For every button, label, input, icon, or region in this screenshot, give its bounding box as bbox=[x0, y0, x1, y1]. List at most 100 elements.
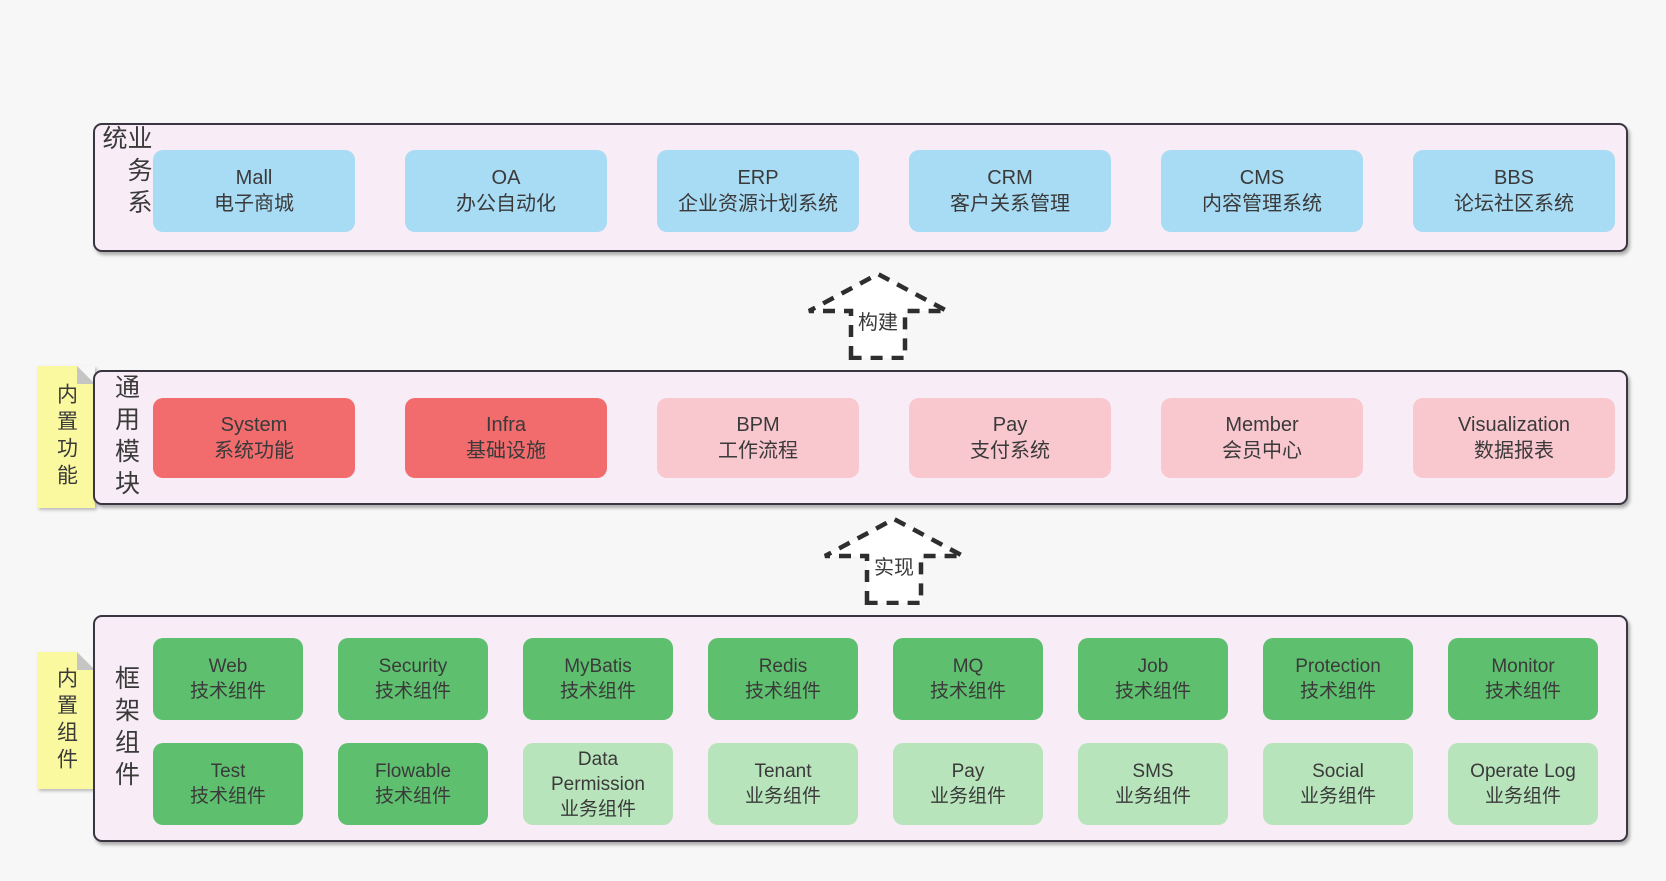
box-crm: CRM 客户关系管理 bbox=[909, 150, 1111, 232]
implement-arrow-label: 实现 bbox=[871, 556, 917, 580]
box-title: Protection bbox=[1295, 656, 1381, 677]
box-title: Test bbox=[210, 761, 246, 782]
box-title: Pay bbox=[992, 414, 1028, 436]
box-subtitle: 会员中心 bbox=[1222, 440, 1302, 462]
box-mall: Mall 电子商城 bbox=[153, 150, 355, 232]
box-title: Redis bbox=[758, 656, 808, 677]
box-system: System 系统功能 bbox=[153, 398, 355, 478]
box-subtitle: 内容管理系统 bbox=[1202, 193, 1322, 215]
box-title: Mall bbox=[235, 167, 273, 189]
box-social: Social 业务组件 bbox=[1263, 743, 1413, 825]
box-subtitle: 技术组件 bbox=[559, 681, 636, 702]
box-title: MyBatis bbox=[564, 656, 632, 677]
band-label-text: 框架组件 bbox=[111, 664, 140, 793]
box-subtitle: 业务组件 bbox=[559, 798, 636, 820]
sticky-note-built-in-features: 内置功能 bbox=[37, 366, 95, 508]
box-subtitle: 技术组件 bbox=[189, 786, 266, 807]
box-subtitle: 电子商城 bbox=[214, 193, 294, 215]
box-title: Operate Log bbox=[1470, 761, 1576, 782]
band-label-business-systems: 业务系统 bbox=[95, 125, 155, 250]
box-sms: SMS 业务组件 bbox=[1078, 743, 1228, 825]
box-monitor: Monitor 技术组件 bbox=[1448, 638, 1598, 720]
box-subtitle: 数据报表 bbox=[1474, 440, 1554, 462]
box-title: Web bbox=[208, 656, 248, 677]
box-infra: Infra 基础设施 bbox=[405, 398, 607, 478]
implement-arrow: 实现 bbox=[823, 517, 965, 605]
box-subtitle: 工作流程 bbox=[718, 440, 798, 462]
box-title: SMS bbox=[1132, 761, 1174, 782]
box-title: MQ bbox=[952, 656, 984, 677]
box-title: Social bbox=[1312, 761, 1364, 782]
framework-components-row-2: Test 技术组件 Flowable 技术组件 Data Permission … bbox=[153, 743, 1598, 825]
band-business-systems: 业务系统 Mall 电子商城 OA 办公自动化 ERP 企业资源计划系统 CRM… bbox=[93, 123, 1628, 252]
sticky-note-built-in-components: 内置组件 bbox=[37, 652, 95, 789]
box-subtitle: 办公自动化 bbox=[456, 193, 556, 215]
box-job: Job 技术组件 bbox=[1078, 638, 1228, 720]
box-subtitle: 业务组件 bbox=[1299, 786, 1376, 807]
sticky-note-text: 内置组件 bbox=[54, 666, 78, 775]
box-title: Pay bbox=[951, 761, 985, 782]
box-redis: Redis 技术组件 bbox=[708, 638, 858, 720]
sticky-note-text: 内置功能 bbox=[54, 383, 78, 491]
box-operate-log: Operate Log 业务组件 bbox=[1448, 743, 1598, 825]
box-security: Security 技术组件 bbox=[338, 638, 488, 720]
box-erp: ERP 企业资源计划系统 bbox=[657, 150, 859, 232]
box-subtitle: 技术组件 bbox=[189, 681, 266, 702]
business-systems-row: Mall 电子商城 OA 办公自动化 ERP 企业资源计划系统 CRM 客户关系… bbox=[153, 150, 1615, 232]
box-subtitle: 支付系统 bbox=[970, 440, 1050, 462]
box-subtitle: 技术组件 bbox=[1484, 681, 1561, 702]
box-title: Infra bbox=[485, 414, 527, 436]
box-tenant: Tenant 业务组件 bbox=[708, 743, 858, 825]
box-bpm: BPM 工作流程 bbox=[657, 398, 859, 478]
box-subtitle: 技术组件 bbox=[1299, 681, 1376, 702]
box-title: Job bbox=[1137, 656, 1169, 677]
box-subtitle: 系统功能 bbox=[214, 440, 294, 462]
box-flowable: Flowable 技术组件 bbox=[338, 743, 488, 825]
box-member: Member 会员中心 bbox=[1161, 398, 1363, 478]
box-mybatis: MyBatis 技术组件 bbox=[523, 638, 673, 720]
box-title: Visualization bbox=[1458, 414, 1570, 436]
box-subtitle: 企业资源计划系统 bbox=[678, 193, 838, 215]
box-subtitle: 技术组件 bbox=[744, 681, 821, 702]
framework-components-row-1: Web 技术组件 Security 技术组件 MyBatis 技术组件 Redi… bbox=[153, 638, 1598, 720]
box-pay-component: Pay 业务组件 bbox=[893, 743, 1043, 825]
box-title: Data Permission bbox=[551, 748, 645, 795]
box-mq: MQ 技术组件 bbox=[893, 638, 1043, 720]
box-protection: Protection 技术组件 bbox=[1263, 638, 1413, 720]
build-arrow-label: 构建 bbox=[855, 311, 901, 335]
box-title: BPM bbox=[736, 414, 780, 436]
band-framework-components: 框架组件 Web 技术组件 Security 技术组件 MyBatis 技术组件… bbox=[93, 615, 1628, 842]
box-title: Member bbox=[1225, 414, 1299, 436]
box-title: CMS bbox=[1239, 167, 1285, 189]
box-web: Web 技术组件 bbox=[153, 638, 303, 720]
box-subtitle: 业务组件 bbox=[929, 786, 1006, 807]
band-label-text: 通用模块 bbox=[111, 373, 140, 502]
box-bbs: BBS 论坛社区系统 bbox=[1413, 150, 1615, 232]
box-subtitle: 业务组件 bbox=[1114, 786, 1191, 807]
box-pay-module: Pay 支付系统 bbox=[909, 398, 1111, 478]
box-title: Security bbox=[378, 656, 448, 677]
box-subtitle: 客户关系管理 bbox=[950, 193, 1070, 215]
box-oa: OA 办公自动化 bbox=[405, 150, 607, 232]
box-subtitle: 技术组件 bbox=[374, 786, 451, 807]
box-title: System bbox=[220, 414, 288, 436]
box-cms: CMS 内容管理系统 bbox=[1161, 150, 1363, 232]
band-label-framework-components: 框架组件 bbox=[95, 617, 155, 840]
box-subtitle: 业务组件 bbox=[744, 786, 821, 807]
box-subtitle: 基础设施 bbox=[466, 440, 546, 462]
box-subtitle: 业务组件 bbox=[1484, 786, 1561, 807]
box-subtitle: 论坛社区系统 bbox=[1454, 193, 1574, 215]
box-title: Tenant bbox=[754, 761, 812, 782]
band-common-modules: 通用模块 System 系统功能 Infra 基础设施 BPM 工作流程 Pay… bbox=[93, 370, 1628, 505]
band-label-text: 业务系统 bbox=[99, 125, 152, 221]
box-visualization: Visualization 数据报表 bbox=[1413, 398, 1615, 478]
box-data-permission: Data Permission 业务组件 bbox=[523, 743, 673, 825]
box-test: Test 技术组件 bbox=[153, 743, 303, 825]
box-title: OA bbox=[491, 167, 521, 189]
box-title: Monitor bbox=[1491, 656, 1555, 677]
common-modules-row: System 系统功能 Infra 基础设施 BPM 工作流程 Pay 支付系统… bbox=[153, 398, 1615, 478]
box-subtitle: 技术组件 bbox=[1114, 681, 1191, 702]
band-label-common-modules: 通用模块 bbox=[95, 372, 155, 503]
box-subtitle: 技术组件 bbox=[374, 681, 451, 702]
